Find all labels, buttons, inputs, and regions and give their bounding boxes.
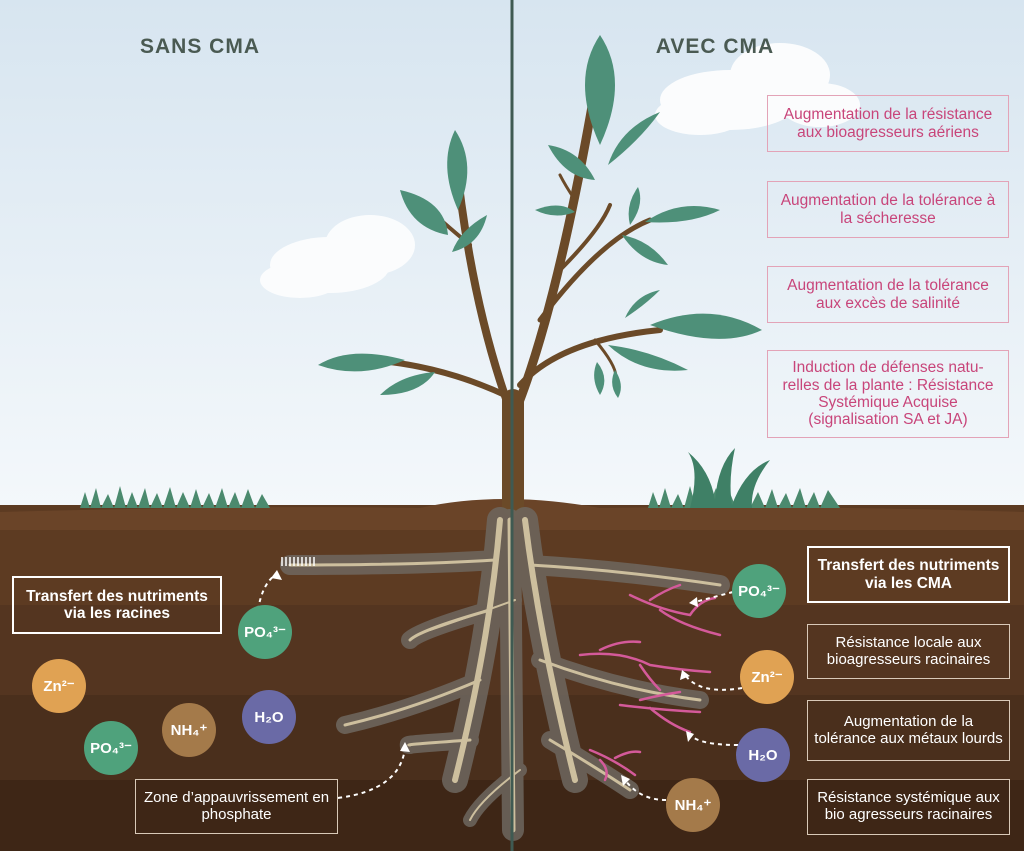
grass-left [80,486,270,508]
root-hairs [281,557,315,566]
benefit-salinity: Augmentation de la tolérance aux excès d… [767,266,1009,323]
plant-leaves [318,35,762,398]
cloud-right [655,43,860,135]
arrow-heads [271,570,698,786]
zn-chip-left: Zn²⁻ [32,659,86,713]
heading-avec-cma: AVEC CMA [655,35,775,58]
transfer-via-cma-box: Transfert des nutriments via les CMA [807,546,1010,603]
benefit-aerial-pests: Augmentation de la résistance aux bioagr… [767,95,1009,152]
systemic-root-resistance-box: Résistance systémique aux bio agresseurs… [807,779,1010,835]
local-resistance-box: Résistance locale aux bioagresseurs raci… [807,624,1010,679]
heavy-metal-tolerance-box: Augmentation de la tolérance aux métaux … [807,700,1010,761]
mycorrhiza-hyphae [578,583,722,782]
zn-chip-right: Zn²⁻ [740,650,794,704]
nh4-chip-left: NH₄⁺ [162,703,216,757]
po4-chip-right: PO₄³⁻ [732,564,786,618]
po4-chip-left-bottom: PO₄³⁻ [84,721,138,775]
heading-sans-cma: SANS CMA [139,35,260,58]
cloud-left [260,215,415,298]
benefit-systemic-resistance: Induction de défenses natu-relles de la … [767,350,1009,438]
h2o-chip-left: H₂O [242,690,296,744]
h2o-chip-right: H₂O [736,728,790,782]
grass-right [648,448,840,508]
roots [288,517,722,833]
phosphate-depletion-box: Zone d’appauvrissement en phosphate [135,779,338,834]
po4-chip-left-top: PO₄³⁻ [238,605,292,659]
transfer-via-roots-box: Transfert des nutriments via les racines [12,576,222,634]
nh4-chip-right: NH₄⁺ [666,778,720,832]
benefit-drought: Augmentation de la tolérance à la sécher… [767,181,1009,238]
